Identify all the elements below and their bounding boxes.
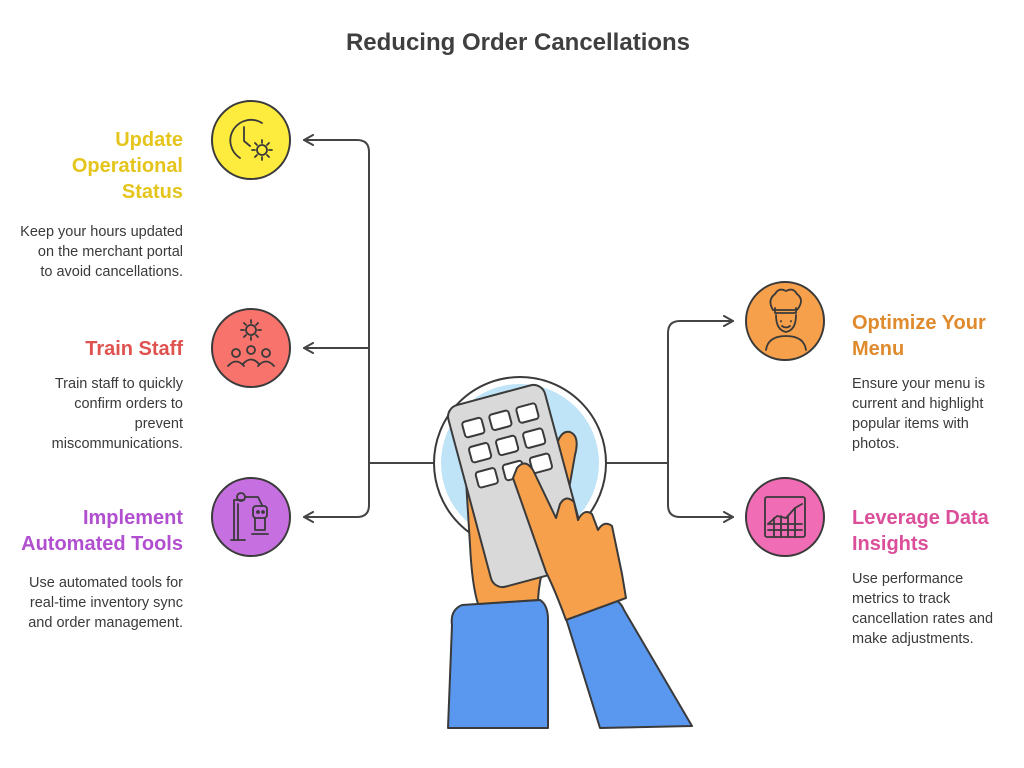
right-hand xyxy=(512,462,627,621)
left-sleeve xyxy=(447,599,549,729)
hub xyxy=(433,376,693,729)
connector-automate xyxy=(303,462,370,523)
data-desc-line-2: metrics to track xyxy=(852,591,951,607)
label-train: Train Staff Train staff to quickly confi… xyxy=(52,338,184,452)
label-data: Leverage Data Insights Use performance m… xyxy=(852,507,993,647)
data-heading-line-2: Insights xyxy=(852,533,929,555)
node-update xyxy=(211,100,291,180)
update-heading-line-2: Operational xyxy=(72,155,183,177)
automate-heading-line-1: Implement xyxy=(83,507,183,529)
update-desc-line-2: on the merchant portal xyxy=(38,244,183,260)
data-desc-line-3: cancellation rates and xyxy=(852,611,993,627)
chart-grid-icon xyxy=(764,496,806,538)
data-desc-line-1: Use performance xyxy=(852,571,963,587)
page-title: Reducing Order Cancellations xyxy=(346,29,690,56)
train-heading-line-1: Train Staff xyxy=(85,338,183,360)
node-automate xyxy=(211,477,291,557)
automate-desc-line-1: Use automated tools for xyxy=(29,575,183,591)
label-update: Update Operational Status Keep your hour… xyxy=(20,129,183,280)
connector-data xyxy=(667,462,734,523)
menu-desc-line-1: Ensure your menu is xyxy=(852,376,985,392)
clock-gear-icon xyxy=(229,118,273,161)
train-desc-line-4: miscommunications. xyxy=(52,436,183,452)
menu-heading-line-1: Optimize Your xyxy=(852,312,986,334)
update-desc-line-1: Keep your hours updated xyxy=(20,224,183,240)
team-gear-icon xyxy=(227,319,275,367)
automate-circle xyxy=(211,477,291,557)
right-sleeve xyxy=(563,597,693,729)
robot-arm-icon xyxy=(230,492,269,541)
data-heading-line-1: Leverage Data xyxy=(852,507,990,529)
node-menu xyxy=(745,281,825,361)
left-connectors xyxy=(303,134,437,523)
menu-desc-line-3: popular items with xyxy=(852,416,969,432)
menu-desc-line-2: current and highlight xyxy=(852,396,983,412)
keypad-keys xyxy=(461,402,553,489)
hand-keypad-icon xyxy=(447,383,693,729)
menu-desc-line-4: photos. xyxy=(852,436,900,452)
update-desc-line-3: to avoid cancellations. xyxy=(40,264,183,280)
node-data xyxy=(745,477,825,557)
automate-heading-line-2: Automated Tools xyxy=(21,533,183,555)
label-menu: Optimize Your Menu Ensure your menu is c… xyxy=(852,312,986,452)
update-heading-line-1: Update xyxy=(115,129,183,151)
data-desc-line-4: make adjustments. xyxy=(852,631,974,647)
train-desc-line-3: prevent xyxy=(135,416,183,432)
automate-desc-line-2: real-time inventory sync xyxy=(30,595,183,611)
connector-menu xyxy=(603,315,734,464)
connector-update xyxy=(303,134,437,464)
menu-heading-line-2: Menu xyxy=(852,338,904,360)
update-circle xyxy=(211,100,291,180)
automate-desc-line-3: and order management. xyxy=(28,615,183,631)
right-connectors xyxy=(603,315,734,523)
train-desc-line-1: Train staff to quickly xyxy=(55,376,184,392)
train-circle xyxy=(211,308,291,388)
node-train xyxy=(211,308,291,388)
update-heading-line-3: Status xyxy=(122,181,183,203)
menu-circle xyxy=(745,281,825,361)
train-desc-line-2: confirm orders to xyxy=(74,396,183,412)
label-automate: Implement Automated Tools Use automated … xyxy=(21,507,183,631)
chef-icon xyxy=(765,288,807,351)
